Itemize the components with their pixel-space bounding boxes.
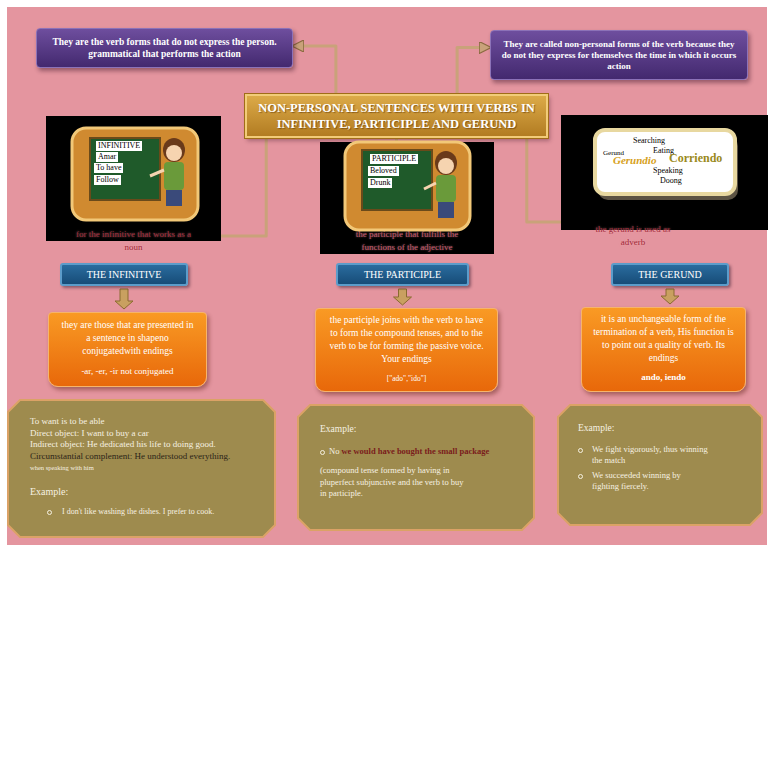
node-text: THE GERUND: [613, 269, 727, 280]
node-text: ["ado","ido"]: [325, 372, 488, 385]
illustration-label: Corriendo: [669, 151, 722, 165]
illustration-label: Drunk: [368, 178, 392, 188]
node-text: They are called non-personal forms of th…: [499, 39, 739, 72]
teacher-hair: [163, 138, 185, 162]
illustration-label: To have: [94, 163, 123, 173]
sign-panel: [595, 130, 735, 194]
node-text: THE INFINITIVE: [62, 269, 186, 280]
board-surface: [362, 150, 432, 210]
node-text: THE PARTICIPLE: [338, 269, 467, 280]
node-text: for the infinitive that works as a noun: [66, 228, 201, 254]
board-frame: [345, 142, 470, 230]
node-text: They are the verb forms that do not expr…: [45, 36, 284, 60]
node-text: -ar, -er, -ir not conjugated: [59, 365, 196, 378]
infinitive-chalkboard: [72, 128, 198, 220]
example-box: Example: Nowe would have bought the small…: [298, 405, 534, 530]
illustration-label: Gerundio: [613, 154, 656, 167]
illustration-label: Amar: [96, 152, 118, 162]
heading-band: THE INFINITIVE: [60, 263, 188, 286]
example-box: To want is to be ableDirect object: I wa…: [8, 400, 275, 537]
node-text: the gerund is used as adverb: [591, 223, 675, 249]
description-box: it is an unchangeable form of the termin…: [581, 307, 746, 392]
illustration-label: INFINITIVE: [96, 141, 142, 151]
connector-line: [527, 138, 561, 222]
teacher-body: [436, 175, 456, 202]
node-text: To want is to be able: [30, 416, 265, 428]
teacher-arm: [424, 183, 436, 189]
example-box: Example: We fight vigorously, thus winnin…: [558, 405, 762, 525]
description-box: they are those that are presented in a s…: [48, 312, 207, 387]
node-text: No: [320, 446, 339, 458]
illustration-label: Follow: [94, 175, 121, 185]
box-shape: [8, 400, 275, 537]
definition-box: They are the verb forms that do not expr…: [36, 28, 293, 68]
node-text: the participle joins with the verb to ha…: [325, 314, 488, 366]
teacher-skirt: [438, 202, 454, 218]
node-text: when speaking with him: [30, 462, 265, 474]
connector-line: [457, 48, 490, 95]
node-text: (compound tense formed by having in plup…: [320, 465, 470, 500]
node-text: We fight vigorously, thus winning the ma…: [578, 444, 720, 467]
teacher-skirt: [166, 190, 182, 206]
node-text: ando, iendo: [591, 371, 736, 384]
connector-line: [293, 46, 336, 94]
heading-band: THE GERUND: [611, 263, 729, 286]
block-arrow: [394, 289, 412, 305]
block-arrow: [661, 289, 679, 304]
illustration-label: Searching: [633, 136, 665, 146]
teacher-face: [166, 145, 182, 161]
node-text: We succeeded winning by fighting fiercel…: [578, 470, 702, 493]
node-text: Example:: [30, 486, 265, 498]
participle-chalkboard: [345, 142, 470, 230]
node-text: Direct object: I want to buy a car: [30, 428, 265, 440]
connector-line: [221, 138, 266, 236]
box-shape: [558, 405, 762, 525]
block-arrow: [115, 289, 133, 309]
description-box: the participle joins with the verb to ha…: [315, 308, 498, 392]
node-text: Example:: [320, 424, 526, 436]
heading-band: THE PARTICIPLE: [336, 263, 469, 286]
teacher-hair: [435, 151, 457, 175]
box-shape: [298, 405, 534, 530]
node-text: I don't like washing the dishes. I prefe…: [30, 506, 265, 518]
node-text: they are those that are presented in a s…: [59, 319, 196, 358]
node-text: Circumstantial complement: He understood…: [30, 451, 265, 463]
teacher-body: [164, 162, 184, 190]
illustration-label: Doong: [660, 176, 682, 186]
teacher-arm: [150, 170, 164, 176]
board-frame: [72, 128, 198, 220]
illustration-label: Beloved: [368, 166, 399, 176]
gerund-sign: [595, 130, 738, 200]
pink-panel: [7, 7, 767, 545]
illustration-box: for the infinitive that works as a noun: [46, 116, 221, 241]
illustration-label: Speaking: [653, 166, 683, 176]
node-text: the participle that fulfills the functio…: [348, 228, 466, 254]
title-box: NON-PERSONAL SENTENCES WITH VERBS IN INF…: [245, 94, 548, 138]
node-text: Example:: [578, 423, 754, 435]
node-text: we would have bought the small package: [341, 446, 489, 458]
node-text: Indirect object: He dedicated his life t…: [30, 439, 265, 451]
teacher-face: [438, 158, 454, 174]
sign-shadow: [598, 136, 738, 200]
illustration-label: PARTICIPLE: [370, 154, 418, 164]
node-text: it is an unchangeable form of the termin…: [591, 313, 736, 365]
node-text: NON-PERSONAL SENTENCES WITH VERBS IN INF…: [255, 100, 538, 132]
definition-box: They are called non-personal forms of th…: [490, 30, 748, 80]
board-surface: [90, 138, 160, 200]
